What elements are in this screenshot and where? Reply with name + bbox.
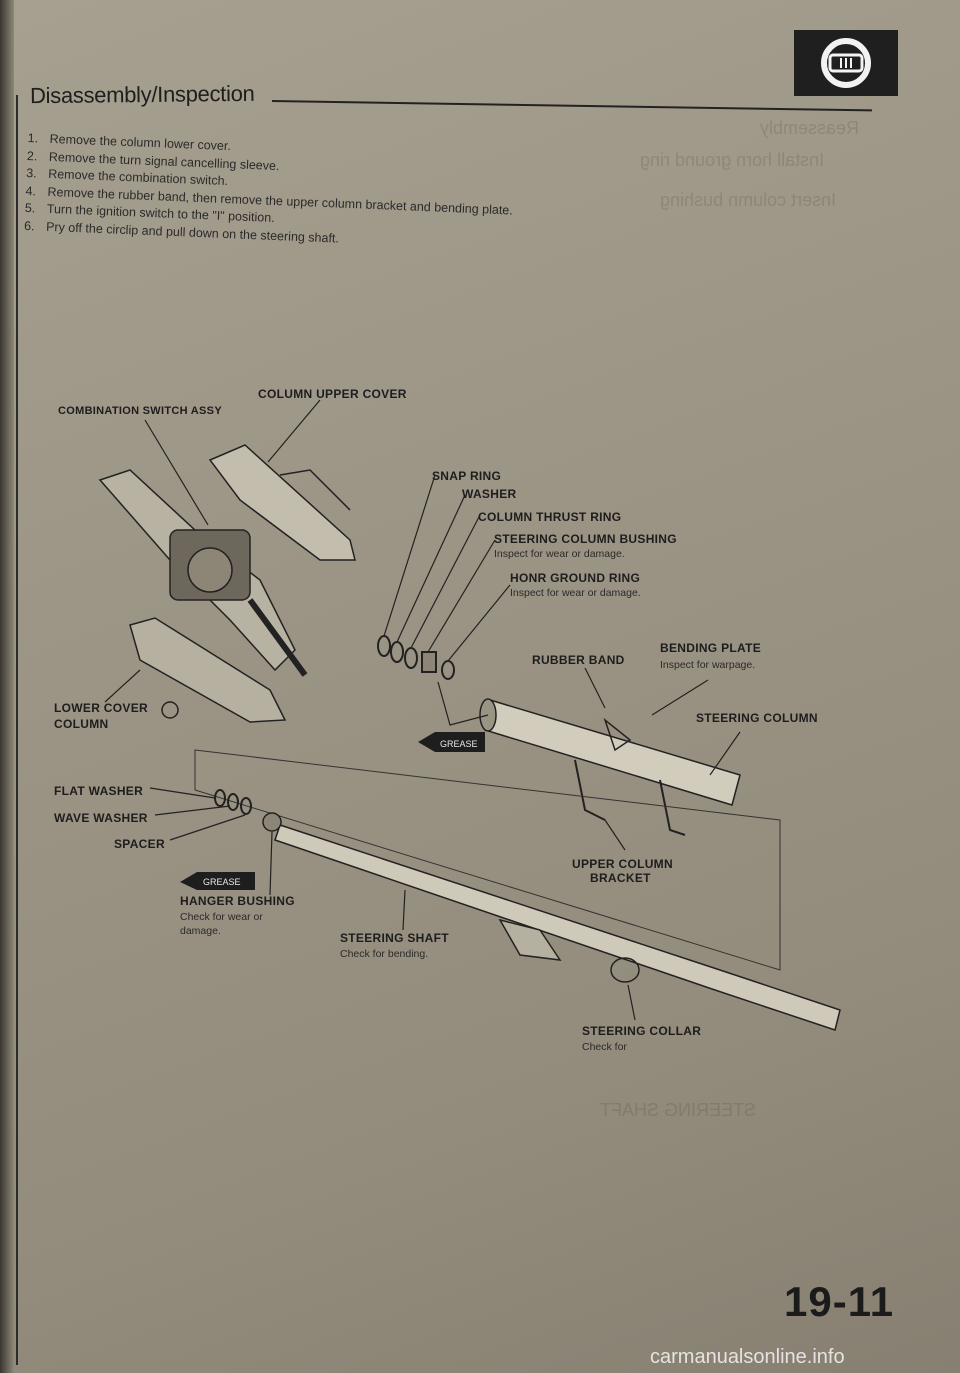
svg-text:GREASE: GREASE	[203, 877, 241, 887]
frame-left-rule	[16, 95, 18, 1365]
section-title: Disassembly/Inspection	[29, 80, 255, 109]
note-bending-plate: Inspect for warpage.	[660, 659, 755, 671]
label-spacer: SPACER	[114, 837, 165, 851]
label-steering-shaft: STEERING SHAFT	[340, 931, 449, 945]
label-wave-washer: WAVE WASHER	[54, 811, 148, 825]
column-upper-cover-illustration	[208, 444, 356, 561]
label-steering-collar: STEERING COLLAR	[582, 1024, 701, 1038]
column-lower-cover-illustration	[129, 617, 287, 723]
label-snap-ring: SNAP RING	[432, 469, 501, 483]
title-rule	[271, 100, 872, 112]
note-steering-column-bushing: Inspect for wear or damage.	[494, 548, 625, 560]
label-combination-switch-assy: COMBINATION SWITCH ASSY	[58, 405, 222, 417]
label-rubber-band: RUBBER BAND	[532, 653, 625, 667]
note-hanger-bushing-1: Check for wear or	[180, 911, 263, 923]
shaft-callout-box	[194, 749, 781, 971]
bleed-through-text: Reassembly	[760, 118, 860, 138]
page-binding-edge	[0, 0, 14, 1373]
note-steering-shaft: Check for bending.	[340, 948, 428, 960]
label-steering-column-bushing: STEERING COLUMN BUSHING	[494, 532, 677, 546]
exploded-diagram: GREASE GREASE	[54, 387, 841, 1053]
note-steering-collar: Check for	[582, 1041, 627, 1053]
bleed-through-text: Install horn ground ring	[640, 150, 825, 170]
bleed-through-text: STEERING SHAFT	[600, 1100, 757, 1120]
grease-tube-icon: GREASE	[180, 872, 255, 890]
upper-column-bracket-illustration	[574, 759, 686, 836]
steering-shaft-illustration	[262, 812, 841, 1031]
label-upper-column-bracket: UPPER COLUMN	[572, 857, 673, 871]
label-upper-column-bracket-2: BRACKET	[590, 871, 651, 885]
label-column-upper-cover: COLUMN UPPER COVER	[258, 387, 407, 401]
note-hanger-bushing-2: damage.	[180, 925, 221, 937]
label-washer: WASHER	[462, 487, 517, 501]
page-number: 19-11	[784, 1278, 895, 1325]
rings-stack-illustration	[377, 635, 455, 680]
label-honr-ground-ring: HONR GROUND RING	[510, 571, 640, 585]
note-honr-ground-ring: Inspect for wear or damage.	[510, 587, 641, 599]
steering-wheel-icon	[794, 30, 898, 96]
procedure-steps: 1.Remove the column lower cover. 2.Remov…	[24, 130, 515, 254]
label-hanger-bushing: HANGER BUSHING	[180, 894, 295, 908]
label-lower-cover-column: COLUMN	[54, 717, 108, 731]
label-lower-cover: LOWER COVER	[54, 701, 148, 715]
grease-tube-icon: GREASE	[418, 732, 485, 752]
svg-text:GREASE: GREASE	[440, 739, 478, 749]
label-steering-column: STEERING COLUMN	[696, 711, 818, 725]
label-flat-washer: FLAT WASHER	[54, 784, 143, 798]
watermark: carmanualsonline.info	[650, 1346, 845, 1368]
leader-lines	[104, 399, 741, 1021]
bleed-through-text: Insert column bushing	[660, 190, 837, 210]
label-column-thrust-ring: COLUMN THRUST RING	[478, 510, 621, 524]
label-bending-plate: BENDING PLATE	[660, 641, 761, 655]
combination-switch-illustration	[98, 469, 308, 677]
